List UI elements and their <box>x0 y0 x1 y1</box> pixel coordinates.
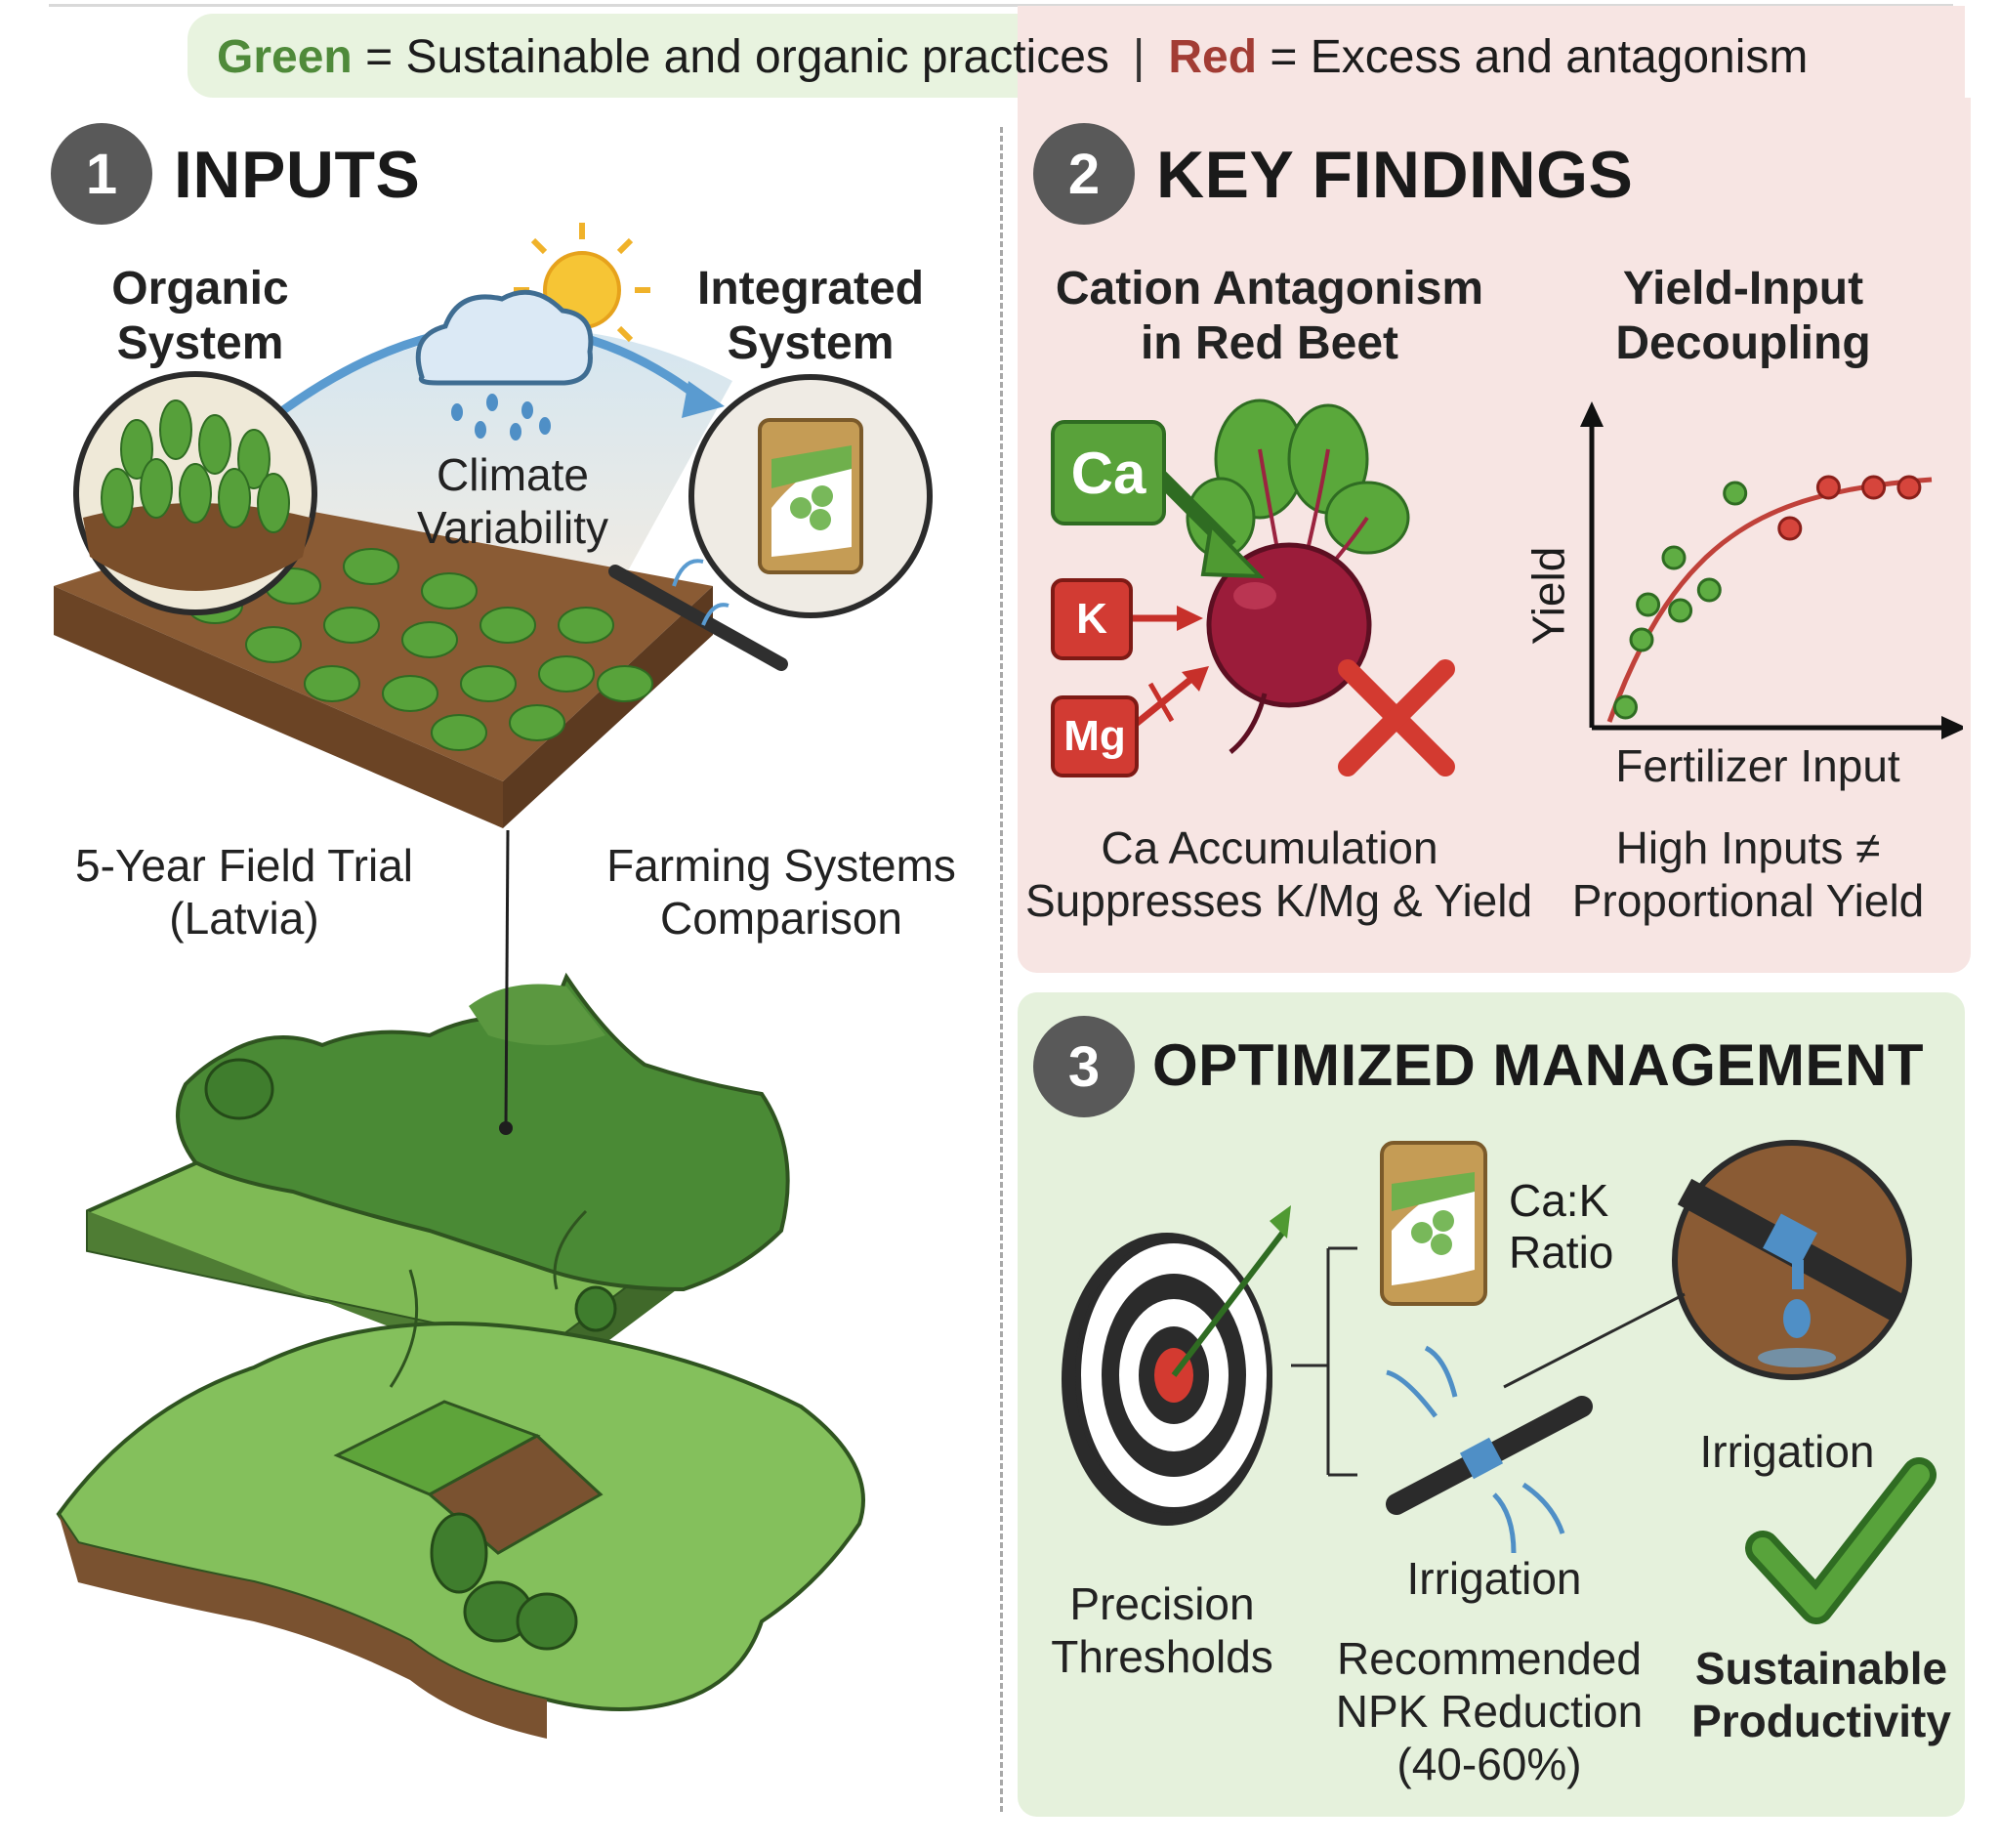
key-findings-heading: KEY FINDINGS <box>1156 138 1634 212</box>
legend-red-background <box>1018 6 1965 98</box>
legend-green-text: = Sustainable and organic practices <box>352 31 1109 83</box>
calcium-chip: Ca <box>1051 420 1166 525</box>
chart-x-axis-arrow <box>1941 716 1963 739</box>
bracket-connector <box>1291 1246 1357 1477</box>
optimized-management-heading: OPTIMIZED MANAGEMENT <box>1152 1032 1924 1098</box>
chart-point-7 <box>1723 481 1748 506</box>
chart-point-8 <box>1777 516 1803 541</box>
sky-wedge <box>283 328 732 576</box>
irrigation-lower-label: Irrigation <box>1406 1553 1582 1604</box>
fertilizer-bag-circle <box>688 374 933 618</box>
chart-point-10 <box>1861 475 1887 500</box>
section-2-badge: 2 <box>1033 123 1135 225</box>
drip-pipe-icon <box>1386 1345 1593 1554</box>
chart-point-3 <box>1636 592 1661 617</box>
legend-red-word: Red <box>1168 31 1258 83</box>
key-findings-panel <box>1018 98 1971 973</box>
chart-point-1 <box>1613 694 1638 720</box>
yield-input-chart <box>1580 401 1963 739</box>
chart-x-axis-label: Fertilizer Input <box>1615 740 1900 791</box>
chart-y-axis-label: Yield <box>1522 546 1573 646</box>
organic-plants-circle <box>73 371 317 615</box>
inputs-illustration <box>54 223 933 1739</box>
mg-arrow <box>1182 666 1209 692</box>
climate-arrow-head <box>682 381 725 418</box>
color-legend: Green = Sustainable and organic practice… <box>217 25 1808 90</box>
locator-line <box>504 829 510 1129</box>
irrigation-upper-label: Irrigation <box>1699 1426 1875 1477</box>
rain-drops <box>451 394 551 441</box>
chart-point-5 <box>1668 598 1693 623</box>
chart-point-4 <box>1661 545 1687 570</box>
cation-antagonism-diagram <box>1122 399 1455 777</box>
potassium-chip: K <box>1051 578 1133 660</box>
inputs-heading: INPUTS <box>174 138 421 212</box>
chart-point-11 <box>1896 475 1922 500</box>
legend-red-text: = Excess and antagonism <box>1257 31 1809 83</box>
chart-point-2 <box>1629 627 1654 652</box>
yield-caption: High Inputs ≠Proportional Yield <box>1571 822 1925 926</box>
section-1-badge: 1 <box>51 123 152 225</box>
chart-point-9 <box>1815 475 1841 500</box>
top-rule <box>49 4 1953 7</box>
management-illustration <box>1062 1140 1937 1624</box>
magnesium-chip: Mg <box>1051 695 1139 777</box>
k-arrow <box>1177 606 1203 631</box>
section-3-badge: 3 <box>1033 1016 1135 1117</box>
latvia-map <box>56 972 865 1739</box>
section-divider <box>1000 127 1003 1812</box>
legend-separator: | <box>1132 31 1146 83</box>
target-icon <box>1062 1205 1291 1526</box>
legend-green-word: Green <box>217 31 353 83</box>
cloud-icon <box>415 289 594 386</box>
irrigation-connector <box>1503 1292 1686 1389</box>
locator-dot <box>499 1121 513 1135</box>
fertilizer-bag-icon <box>1380 1141 1487 1306</box>
irrigation-closeup-circle <box>1672 1140 1912 1380</box>
chart-point-6 <box>1696 577 1722 603</box>
beet-root <box>1206 542 1372 754</box>
field-trial-label: 5-Year Field Trial(Latvia) <box>74 840 413 944</box>
legend-green-background <box>188 14 1018 98</box>
chart-y-axis-arrow <box>1580 401 1604 427</box>
cross-icon <box>1338 659 1455 777</box>
